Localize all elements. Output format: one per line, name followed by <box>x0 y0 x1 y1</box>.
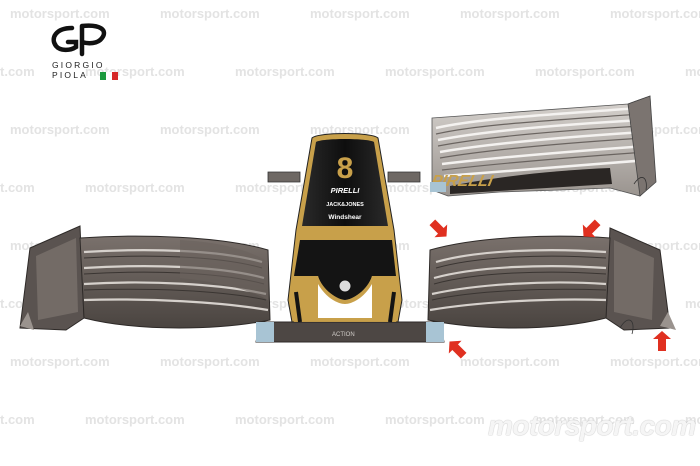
inset-blue-tip <box>430 182 446 192</box>
watermark-tile: motorsport.com <box>160 6 260 21</box>
motorsport-watermark: motorsport.com <box>488 410 696 441</box>
watermark-tile: motorsport.com <box>85 180 185 195</box>
watermark-tile: motorsport.com <box>610 354 700 369</box>
watermark-tile: motorsport.com <box>310 6 410 21</box>
watermark-tile: motorsport.com <box>85 412 185 427</box>
arrow-down-left-icon <box>582 219 601 238</box>
watermark-tile: motorsport.com <box>10 122 110 137</box>
flag-stripe-red <box>112 72 118 80</box>
watermark-tile: motorsport.com <box>535 412 635 427</box>
left-wing-half <box>19 225 271 331</box>
annotation-arrows <box>429 219 671 359</box>
wing-centre-section: ACTION <box>255 321 445 343</box>
watermark-tile: motorsport.com <box>0 180 35 195</box>
giorgio-piola-logo <box>51 23 107 57</box>
arrow-up-icon <box>653 331 671 351</box>
watermark-tile: motorsport.com <box>460 354 560 369</box>
logo-line-1: GIORGIO <box>52 60 105 70</box>
logo-line-2: PIOLA <box>52 70 89 80</box>
watermark-tile: motorsport.com <box>610 6 700 21</box>
left-blue-joint <box>256 322 274 342</box>
right-wing-half <box>427 227 676 335</box>
watermark-tile: motorsport.com <box>685 180 700 195</box>
flag-stripe-white <box>106 72 112 80</box>
watermark-tile: motorsport.com <box>0 64 35 79</box>
watermark-tile: motorsport.com <box>160 122 260 137</box>
sponsor-pirelli: PIRELLI <box>331 186 361 195</box>
nose-cone: 8 PIRELLI JACK&JONES Windshear <box>267 133 421 323</box>
watermark-tile: motorsport.com <box>10 6 110 21</box>
watermark-tile: motorsport.com <box>685 64 700 79</box>
sponsor-jackjones: JACK&JONES <box>326 202 364 208</box>
watermark-tile: motorsport.com <box>385 412 485 427</box>
watermark-tile: motorsport.com <box>0 412 35 427</box>
logo-wordmark: GIORGIO PIOLA <box>52 60 105 80</box>
watermark-tile: motorsport.com <box>685 412 700 427</box>
watermark-tile: motorsport.com <box>460 6 560 21</box>
right-blue-joint <box>426 322 444 342</box>
watermark-tile: motorsport.com <box>310 354 410 369</box>
watermark-tile: motorsport.com <box>160 354 260 369</box>
watermark-tile: motorsport.com <box>535 64 635 79</box>
italian-flag-icon <box>100 72 118 80</box>
nose-number: 8 <box>337 152 354 185</box>
watermark-tile: motorsport.com <box>10 354 110 369</box>
inset-sponsor-fragment: PIRELLI <box>430 172 496 190</box>
inset-wing-detail: PIRELLI <box>430 95 657 197</box>
watermark-tile: motorsport.com <box>685 296 700 311</box>
watermark-tile: motorsport.com <box>385 64 485 79</box>
haas-badge-icon <box>338 279 352 293</box>
arrow-down-right-icon <box>429 219 448 238</box>
watermark-tile: motorsport.com <box>235 64 335 79</box>
wing-centre-text: ACTION <box>332 332 355 338</box>
flag-stripe-green <box>100 72 106 80</box>
watermark-tile: motorsport.com <box>235 412 335 427</box>
sponsor-windshear: Windshear <box>328 214 362 221</box>
arrow-up-right-icon <box>448 340 467 359</box>
